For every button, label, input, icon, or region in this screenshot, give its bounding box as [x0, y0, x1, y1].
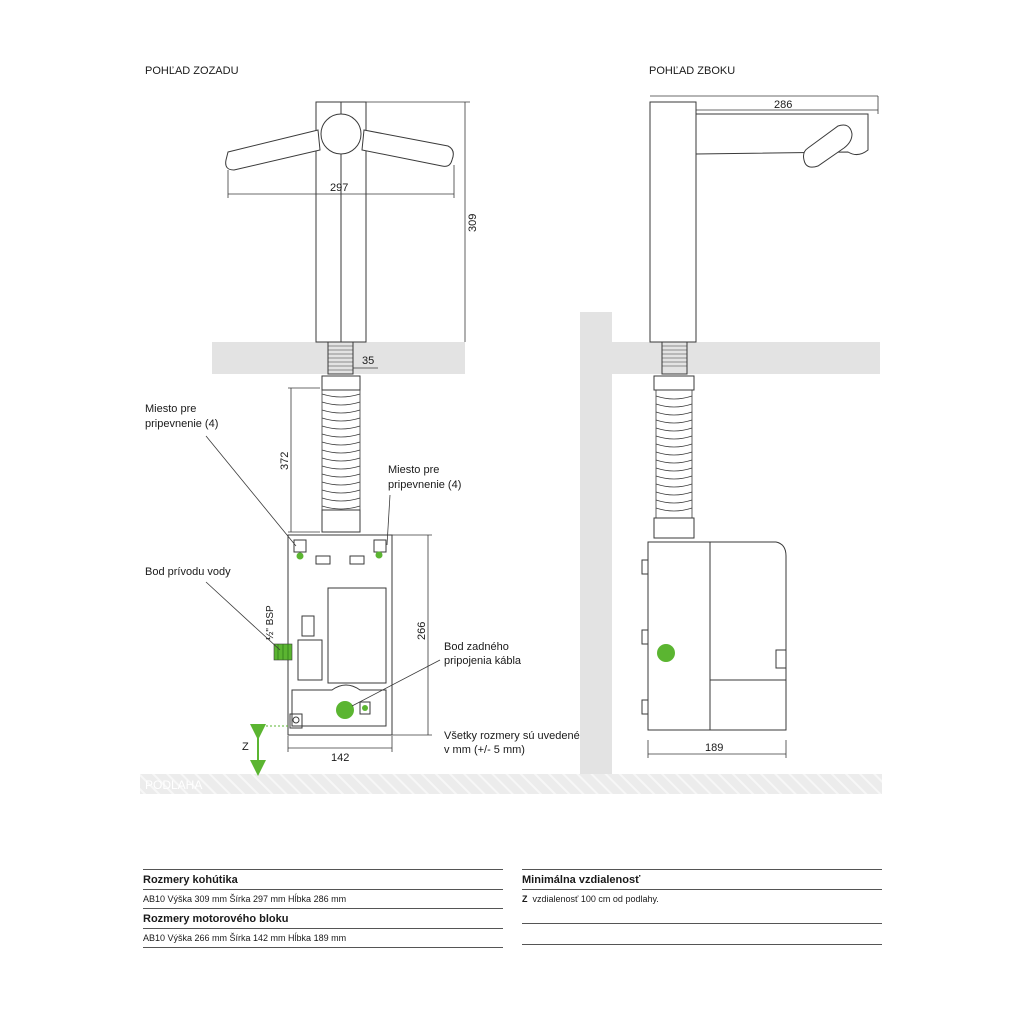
side-hose-coils — [655, 390, 693, 518]
rear-view-title: POHĽAD ZOZADU — [145, 65, 239, 77]
min-table-key: Z — [522, 894, 528, 904]
side-faucet — [649, 101, 869, 375]
side-pipe-thread — [662, 345, 687, 367]
z-label: Z — [242, 741, 249, 753]
min-table-bottom-rule — [522, 924, 882, 945]
rear-motor-block — [287, 534, 393, 736]
rear-hose-coils — [321, 390, 361, 510]
min-distance-table: Minimálna vzdialenosť Z vzdialenosť 100 … — [522, 869, 882, 945]
side-dim-lines — [650, 95, 879, 114]
block-dim-lines — [287, 534, 432, 752]
cable-point-rear — [336, 701, 354, 719]
note-line2: v mm (+/- 5 mm) — [444, 744, 525, 756]
cable-point-side — [657, 644, 675, 662]
z-indicator — [250, 724, 290, 776]
water-inlet — [273, 643, 293, 661]
dim-pipe: 35 — [362, 355, 374, 367]
dim-rear-width: 297 — [330, 182, 348, 194]
bsp-label: ½" BSP — [265, 605, 276, 640]
motor-table-row: AB10 Výška 266 mm Šírka 142 mm Hĺbka 189… — [143, 929, 503, 948]
rear-faucet — [225, 101, 454, 375]
water-inlet-label: Bod prívodu vody — [145, 566, 231, 578]
cable-point-line2: pripojenia kábla — [444, 655, 522, 667]
dim-block-height: 266 — [416, 622, 428, 640]
floor-label: PODLAHA — [145, 778, 202, 792]
side-hose — [653, 375, 695, 539]
dim-block-width: 142 — [331, 752, 349, 764]
dim-block-depth: 189 — [705, 742, 723, 754]
dim-rear-height: 309 — [467, 214, 479, 232]
mount-left-line1: Miesto pre — [145, 403, 196, 415]
floor-band — [140, 774, 882, 794]
note-line1: Všetky rozmery sú uvedené — [444, 730, 580, 742]
side-motor-block — [641, 541, 787, 731]
faucet-table-row: AB10 Výška 309 mm Šírka 297 mm Hĺbka 286… — [143, 890, 503, 909]
faucet-dimensions-table: Rozmery kohútika AB10 Výška 309 mm Šírka… — [143, 869, 503, 948]
rear-hose — [321, 375, 361, 533]
mount-right-line2: pripevnenie (4) — [388, 479, 461, 491]
dim-hose: 372 — [279, 452, 291, 470]
dim-side-depth: 286 — [774, 99, 792, 111]
rear-mount-points — [289, 539, 387, 729]
min-table-value: vzdialenosť 100 cm od podlahy. — [532, 894, 659, 904]
rear-dim-lines — [227, 101, 470, 369]
min-table-title: Minimálna vzdialenosť — [522, 870, 882, 890]
faucet-table-title: Rozmery kohútika — [143, 870, 503, 890]
rear-pipe-thread — [328, 345, 353, 371]
mount-left-line2: pripevnenie (4) — [145, 418, 218, 430]
hose-dim-lines — [288, 387, 320, 533]
callout-leaders — [205, 435, 441, 707]
side-view-title: POHĽAD ZBOKU — [649, 65, 735, 77]
side-block-dim — [647, 740, 787, 758]
min-table-row: Z vzdialenosť 100 cm od podlahy. — [522, 890, 882, 924]
wall-side — [580, 312, 880, 774]
mount-right-line1: Miesto pre — [388, 464, 439, 476]
cable-point-line1: Bod zadného — [444, 641, 509, 653]
motor-table-title: Rozmery motorového bloku — [143, 909, 503, 929]
